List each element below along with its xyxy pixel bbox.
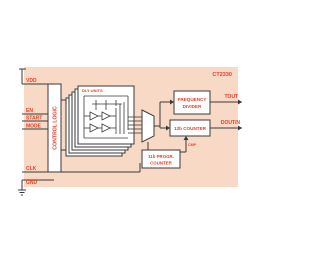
counter-11b-label-2: COUNTER bbox=[150, 161, 173, 166]
arrow-to-counter12 bbox=[166, 125, 170, 131]
chip-title: CT2330 bbox=[212, 72, 232, 78]
delay-array-label: DLY UNITS bbox=[82, 88, 103, 93]
array-to-mux-lines bbox=[128, 116, 142, 134]
arrow-doutn bbox=[238, 125, 242, 131]
control-logic-label: CONTROL LOGIC bbox=[53, 106, 59, 150]
gnd-symbol bbox=[18, 179, 54, 196]
pin-label-doutn: DOUT/N bbox=[221, 120, 241, 126]
delay-array-stack bbox=[65, 85, 135, 157]
pin-label-start: START bbox=[26, 116, 42, 122]
delay-cell-circuit bbox=[83, 95, 129, 139]
cmp-label: CMP bbox=[188, 143, 197, 147]
mux-output-lines bbox=[147, 101, 170, 150]
input-lines bbox=[22, 113, 141, 173]
output-lines bbox=[210, 101, 242, 129]
control-logic-block bbox=[47, 83, 62, 173]
pin-label-mode: MODE bbox=[26, 124, 42, 130]
frequency-divider-label-2: DIVIDER bbox=[183, 104, 202, 109]
counter-11b-block bbox=[141, 149, 181, 169]
pin-label-vdd: VDD bbox=[26, 78, 37, 84]
arrow-to-counter12-from-below bbox=[183, 136, 189, 140]
multiplexer bbox=[141, 109, 155, 143]
frequency-divider-label-1: FREQUENCY bbox=[178, 97, 207, 102]
block-diagram: CT2330 VDD GND EN START MODE CLK CONTROL… bbox=[18, 67, 242, 196]
counter-12b-label: 12b COUNTER bbox=[174, 126, 207, 131]
pin-label-clk: CLK bbox=[26, 166, 37, 172]
arrow-to-divider bbox=[170, 99, 174, 105]
pin-label-en: EN bbox=[26, 108, 33, 114]
arrow-tout bbox=[238, 99, 242, 105]
pin-label-gnd: GND bbox=[26, 180, 38, 186]
pin-label-tout: TOUT bbox=[224, 94, 238, 100]
frequency-divider-block bbox=[173, 90, 211, 115]
counter-11b-label-1: 11b PROGR. bbox=[148, 154, 174, 159]
ctrl-to-array-lines bbox=[61, 99, 66, 151]
counter-link-lines bbox=[180, 140, 187, 153]
